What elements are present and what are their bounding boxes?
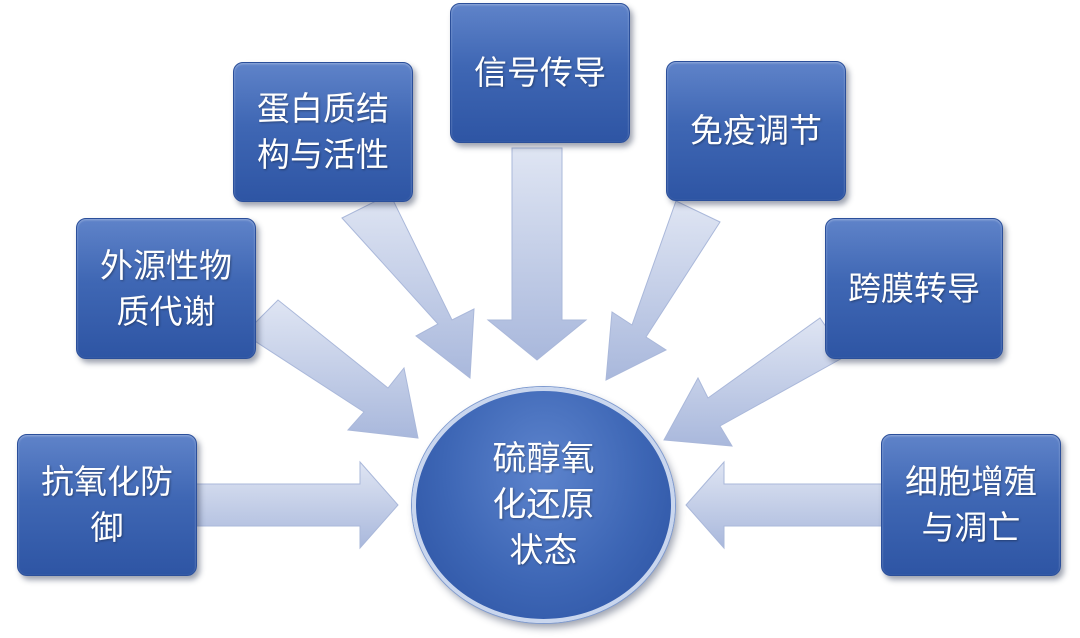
center-label-line: 化还原 xyxy=(492,485,595,525)
arrow-protein-structure-activity xyxy=(341,193,475,379)
box-immune-regulation: 免疫调节 xyxy=(666,61,846,201)
center-label-line: 状态 xyxy=(509,531,578,571)
box-cell-proliferation-apoptosis: 细胞增殖 与凋亡 xyxy=(881,434,1061,576)
box-label-line: 御 xyxy=(90,508,124,547)
box-label-line: 跨膜转导 xyxy=(848,268,980,308)
arrow-immune-regulation xyxy=(605,200,721,381)
box-label-line: 细胞增殖 xyxy=(905,462,1037,501)
box-label-line: 信号传导 xyxy=(474,53,606,92)
arrow-cell-proliferation-apoptosis xyxy=(685,460,885,550)
box-antioxidant-defense: 抗氧化防 御 xyxy=(17,434,197,576)
box-label-line: 外源性物 xyxy=(100,245,232,285)
arrow-signal-transduction xyxy=(486,147,588,361)
box-label-line: 构与活性 xyxy=(257,135,389,174)
box-label-line: 抗氧化防 xyxy=(41,462,173,501)
center-node-thiol-redox-state: 硫醇氧 化还原 状态 xyxy=(412,387,675,623)
box-label-line: 蛋白质结 xyxy=(257,89,389,128)
box-xenobiotic-metabolism: 外源性物 质代谢 xyxy=(76,218,256,359)
arrow-antioxidant-defense xyxy=(195,460,399,550)
box-transmembrane-transduction: 跨膜转导 xyxy=(825,218,1003,359)
box-label-line: 质代谢 xyxy=(116,291,216,331)
center-label-line: 硫醇氧 xyxy=(492,439,595,479)
box-protein-structure-activity: 蛋白质结 构与活性 xyxy=(233,62,413,202)
arrow-transmembrane-transduction xyxy=(663,317,847,447)
box-signal-transduction: 信号传导 xyxy=(450,3,630,143)
box-label-line: 免疫调节 xyxy=(690,111,822,150)
box-label-line: 与凋亡 xyxy=(921,508,1021,547)
arrow-xenobiotic-metabolism xyxy=(243,299,419,439)
